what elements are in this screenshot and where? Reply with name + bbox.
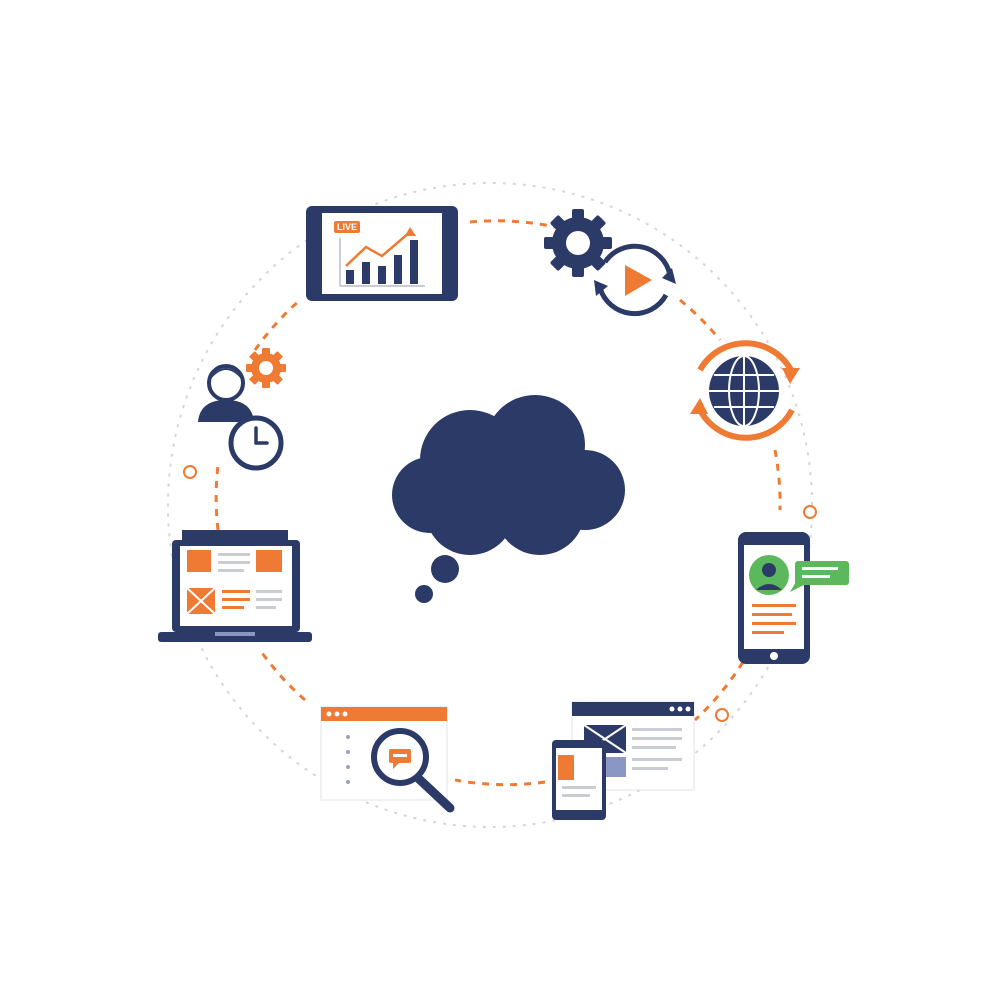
live-badge [334,221,360,233]
thought-cloud-icon [392,395,625,603]
smartphone-profile-chat-icon [738,532,849,664]
gear-video-play-icon [544,209,676,317]
user-gear-clock-icon [198,348,286,471]
globe-refresh-icon [690,340,800,441]
live-badge-text: LIVE [337,222,357,232]
laptop-web-page-icon [158,530,312,642]
tablet-live-chart-icon: LIVE [306,206,458,301]
ring-connector [167,182,817,828]
responsive-web-layout-icon [552,701,695,820]
browser-search-icon [320,706,455,813]
